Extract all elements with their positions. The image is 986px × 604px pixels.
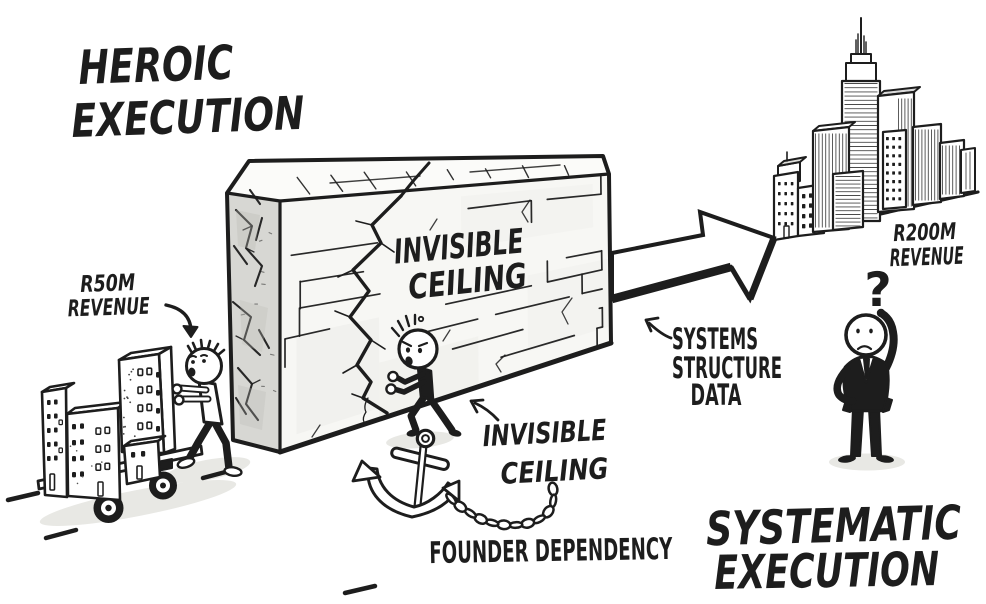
city-building-sliver: [960, 147, 976, 194]
wall-figure-shoe-2: [448, 429, 462, 437]
cart-building-2: [65, 400, 128, 502]
city-building-back-roof: [777, 156, 807, 167]
pusher-shoe-front: [176, 457, 196, 469]
wall-top-joints: [296, 164, 570, 195]
systematic-title-line1: SYSTEMATIC: [705, 496, 962, 558]
pusher-shoe-back: [223, 465, 243, 478]
businessman-leg-right: [868, 407, 882, 457]
cart-building-3: [117, 345, 177, 455]
cart-shadow: [39, 480, 237, 526]
wall-figure: [385, 313, 462, 437]
wall-figure-mouth: [405, 356, 413, 366]
wall-side-face: [227, 193, 280, 452]
cart-wheel-1-hub: [105, 504, 112, 512]
heroic-title-line2: EXECUTION: [70, 86, 305, 148]
wall-figure-head: [397, 328, 439, 370]
pusher-figure: [171, 338, 243, 478]
wall-figure-shoe-1: [406, 429, 420, 437]
businessman-head: [844, 313, 888, 357]
ceiling-label-line2: CEILING: [500, 451, 610, 491]
city-building-dotted: [881, 128, 908, 211]
wall: [225, 154, 614, 455]
r50m-arrow: [164, 303, 199, 338]
businessman-hand: [876, 308, 886, 318]
founder-chain: [445, 481, 559, 531]
breakthrough-arrow: [610, 209, 778, 304]
r50m-arrowhead: [182, 325, 199, 338]
cart-building-2-front: [65, 406, 122, 502]
wall-side-texture: [231, 188, 277, 430]
systems-label-line1: SYSTEMS: [672, 322, 758, 356]
r200m-label-line1: R200M: [893, 219, 957, 247]
systems-label-line3: DATA: [691, 378, 742, 412]
dash-1: [5, 490, 41, 503]
wall-small-cracks: [311, 199, 573, 438]
stress-dot: [417, 315, 425, 323]
city-building-horizhatch: [831, 169, 865, 232]
r200m-label-line2: REVENUE: [889, 242, 964, 273]
anchor-fluke-left: [351, 459, 382, 483]
wall-top-face: [227, 156, 609, 201]
dash-4: [342, 583, 378, 596]
cart-building-4-front: [122, 439, 162, 486]
ceiling-label-line1: INVISIBLE: [482, 413, 608, 453]
city-building-righthatch: [911, 122, 943, 207]
anchor: [351, 428, 461, 519]
heroic-title-line1: HEROIC: [77, 36, 234, 96]
question-mark: ?: [864, 263, 891, 318]
businessman-tie: [863, 358, 870, 379]
r50m-label-line1: R50M: [80, 270, 136, 298]
cart-building-3-front: [117, 352, 166, 455]
systems-label-arrow: [644, 316, 673, 340]
cart-wheel-2-hub: [160, 482, 166, 489]
systematic-title-line2: EXECUTION: [714, 542, 940, 601]
cart-buildings: [40, 345, 177, 502]
businessman-shoe-right: [876, 455, 894, 463]
anchor-ring-hole: [421, 434, 430, 443]
systems-label-line2: STRUCTURE: [672, 351, 782, 385]
ceiling-label-arrow: [469, 398, 500, 422]
wall-figure-hand-1: [387, 370, 399, 383]
pusher-hand-1: [171, 383, 183, 395]
businessman-shoe-left: [838, 455, 856, 463]
cart-building-1: [40, 381, 76, 499]
businessman: [833, 308, 898, 463]
wall-figure-hand-2: [385, 383, 397, 395]
chain-link-12: [445, 492, 458, 506]
pusher-mouth: [188, 367, 196, 377]
dash-2: [43, 527, 79, 541]
businessman-leg-left: [850, 407, 864, 457]
wall-bricks: [284, 173, 604, 368]
founder-dependency-label: FOUNDER DEPENDENCY: [429, 532, 673, 571]
pusher-hand-2: [173, 394, 185, 406]
cart-building-4: [122, 434, 167, 486]
city-skyline: [754, 17, 980, 244]
r50m-label-line2: REVENUE: [67, 294, 150, 323]
